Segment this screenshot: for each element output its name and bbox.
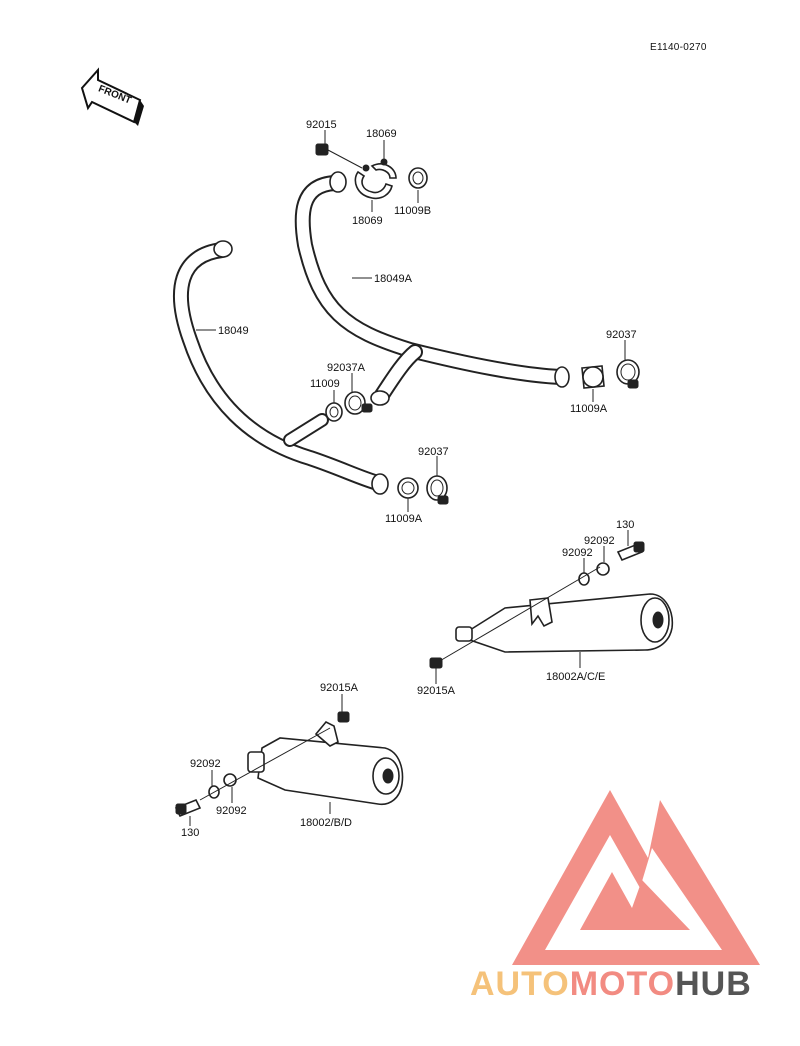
clamp-92037A: [344, 391, 373, 415]
clamp-92037-lower: [426, 475, 449, 505]
gasket-11009A-lower: [397, 477, 419, 499]
label-92092-left-a: 92092: [190, 758, 221, 770]
label-18049A: 18049A: [374, 273, 413, 285]
mount-hardware-right: [429, 541, 645, 669]
label-92037-right: 92037: [606, 329, 637, 341]
label-18002BD: 18002/B/D: [300, 817, 352, 829]
muffler-18002ACE: [455, 593, 674, 653]
label-11009A-lower: 11009A: [385, 513, 423, 525]
leader-lines: [189, 130, 629, 826]
gasket-11009A-right: [581, 365, 605, 389]
label-92092-upper-b: 92092: [562, 547, 593, 559]
watermark-part2: MOTO: [570, 965, 675, 1003]
watermark-part1: AUTO: [470, 965, 570, 1003]
label-18049: 18049: [218, 325, 249, 337]
label-92092-upper-a: 92092: [584, 535, 615, 547]
label-18002ACE: 18002A/C/E: [546, 671, 605, 683]
watermark-text: AUTOMOTOHUB: [470, 965, 752, 1003]
diagram-code: E1140-0270: [650, 42, 707, 53]
label-92015A-right: 92015A: [417, 685, 456, 697]
front-arrow-icon: FRONT: [80, 67, 144, 126]
gasket-11009: [325, 402, 343, 422]
split-keeper-18069: [354, 158, 397, 200]
label-92037A: 92037A: [327, 362, 366, 374]
gasket-11009B: [408, 167, 428, 189]
label-11009B: 11009B: [394, 205, 431, 217]
label-11009: 11009: [310, 378, 340, 390]
watermark-part3: HUB: [675, 965, 752, 1003]
label-130-lower: 130: [181, 827, 199, 839]
label-92037-lower: 92037: [418, 446, 449, 458]
label-92015: 92015: [306, 119, 337, 131]
label-130-upper: 130: [616, 519, 634, 531]
clamp-92037-right: [616, 359, 640, 389]
mount-hardware-left: [174, 711, 350, 818]
nut-92015: [315, 143, 329, 156]
label-18069-bottom: 18069: [352, 215, 383, 227]
header-pipe-18049: [172, 240, 389, 495]
label-11009A-right: 11009A: [570, 403, 608, 415]
label-92092-left-b: 92092: [216, 805, 247, 817]
muffler-18002BD: [247, 721, 404, 806]
watermark-logo-icon: [512, 790, 760, 965]
label-92015A-left: 92015A: [320, 682, 359, 694]
label-18069-top: 18069: [366, 128, 397, 140]
header-pipe-18049A: [294, 171, 570, 406]
